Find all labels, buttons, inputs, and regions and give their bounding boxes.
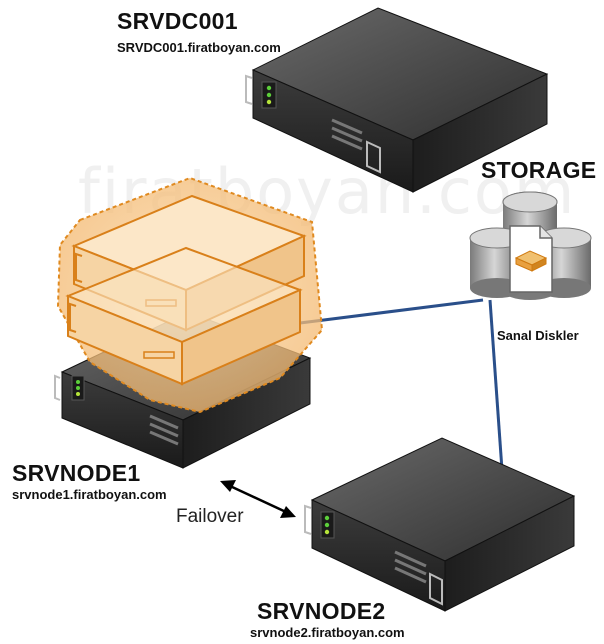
srvdc001-fqdn: SRVDC001.firatboyan.com <box>117 40 281 55</box>
link-node1-storage <box>299 298 484 325</box>
storage-title: STORAGE <box>481 157 597 183</box>
failover-label: Failover <box>176 506 244 527</box>
virtual-machines-glow <box>56 176 324 414</box>
failover-arrow <box>220 480 296 518</box>
srvnode2-fqdn: srvnode2.firatboyan.com <box>250 625 405 640</box>
server-srvnode2 <box>304 437 576 612</box>
storage-disks <box>469 191 592 300</box>
srvnode1-title: SRVNODE1 <box>12 460 141 486</box>
storage-caption: Sanal Diskler <box>497 328 579 343</box>
srvdc001-title: SRVDC001 <box>117 8 238 34</box>
srvnode2-title: SRVNODE2 <box>257 598 386 624</box>
link-storage-node2 <box>488 299 504 471</box>
server-srvdc001 <box>245 7 549 193</box>
srvnode1-fqdn: srvnode1.firatboyan.com <box>12 487 167 502</box>
network-links <box>299 298 504 471</box>
